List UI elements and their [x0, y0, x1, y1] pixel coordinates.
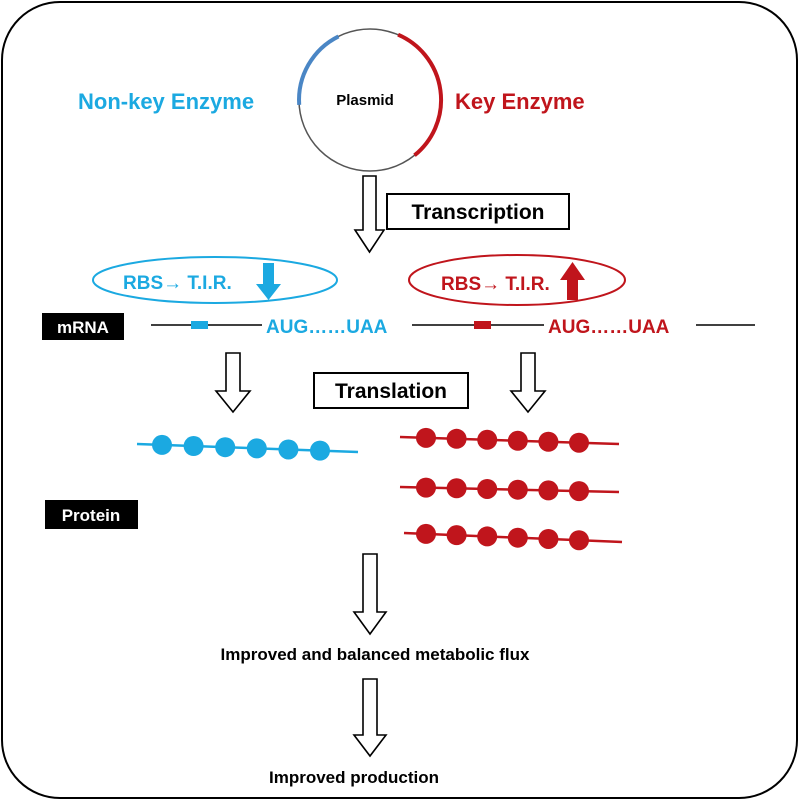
transcription-box — [386, 193, 570, 230]
transcription-arrow — [353, 175, 386, 254]
flux-label: Improved and balanced metabolic flux — [221, 645, 530, 664]
amino-acid-bead — [507, 430, 528, 451]
non-key-rbs-site — [191, 321, 208, 329]
flux-arrow — [352, 553, 388, 636]
non-key-protein-chain — [136, 434, 359, 461]
amino-acid-bead — [215, 437, 236, 458]
plasmid-key-segment — [397, 32, 444, 157]
non-key-enzyme-label: Non-key Enzyme — [78, 89, 254, 114]
non-key-rbs: RBS→ T.I.R. — [92, 256, 338, 304]
translation-box — [313, 372, 469, 409]
key-rbs: RBS→ T.I.R. — [408, 254, 626, 306]
amino-acid-bead — [477, 429, 498, 450]
amino-acid-bead — [569, 481, 589, 502]
plasmid-label: Plasmid — [336, 92, 394, 109]
key-rbs-ellipse — [408, 254, 626, 306]
amino-acid-bead — [152, 434, 172, 455]
amino-acid-bead — [278, 439, 299, 460]
production-arrow — [352, 678, 388, 758]
protein-badge — [45, 500, 138, 529]
amino-acid-bead — [507, 527, 528, 548]
key-rbs-label: RBS→ T.I.R. — [441, 274, 550, 295]
amino-acid-bead — [446, 428, 467, 449]
translation-arrow-non-key — [214, 352, 252, 414]
non-key-codons: AUG……UAA — [266, 317, 388, 338]
plasmid: Plasmid — [297, 28, 444, 172]
non-key-rbs-ellipse — [92, 256, 338, 304]
amino-acid-bead — [477, 526, 498, 547]
amino-acid-bead — [446, 525, 467, 546]
mrna-label: mRNA — [57, 318, 109, 337]
amino-acid-bead — [310, 440, 330, 461]
amino-acid-bead — [538, 431, 559, 452]
translation-arrow-key — [509, 352, 547, 414]
key-protein-chain — [399, 427, 620, 453]
tir-increase-arrow-up-icon — [560, 262, 585, 300]
amino-acid-bead — [183, 436, 204, 457]
amino-acid-bead — [477, 478, 498, 499]
key-codons: AUG……UAA — [548, 317, 670, 338]
tir-decrease-arrow-down-icon — [256, 263, 281, 300]
amino-acid-bead — [507, 479, 528, 500]
amino-acid-bead — [538, 528, 559, 549]
amino-acid-bead — [538, 480, 559, 501]
non-key-rbs-label: RBS→ T.I.R. — [123, 273, 232, 294]
amino-acid-bead — [569, 432, 589, 453]
protein-label: Protein — [62, 506, 121, 525]
key-enzyme-label: Key Enzyme — [455, 89, 585, 114]
non-key-protein-chains — [136, 434, 359, 461]
plasmid-non-key-segment — [297, 34, 340, 106]
translation-label: Translation — [335, 380, 447, 403]
key-protein-chain — [403, 523, 623, 551]
key-rbs-site — [474, 321, 491, 329]
key-protein-chains — [399, 427, 623, 551]
mrna-badge — [42, 313, 124, 340]
production-label: Improved production — [269, 768, 439, 787]
key-protein-chain — [399, 477, 620, 502]
amino-acid-bead — [246, 438, 267, 459]
amino-acid-bead — [446, 478, 467, 499]
amino-acid-bead — [416, 523, 436, 544]
transcription-label: Transcription — [411, 201, 544, 224]
amino-acid-bead — [416, 477, 436, 498]
amino-acid-bead — [416, 427, 436, 448]
amino-acid-bead — [569, 530, 589, 551]
